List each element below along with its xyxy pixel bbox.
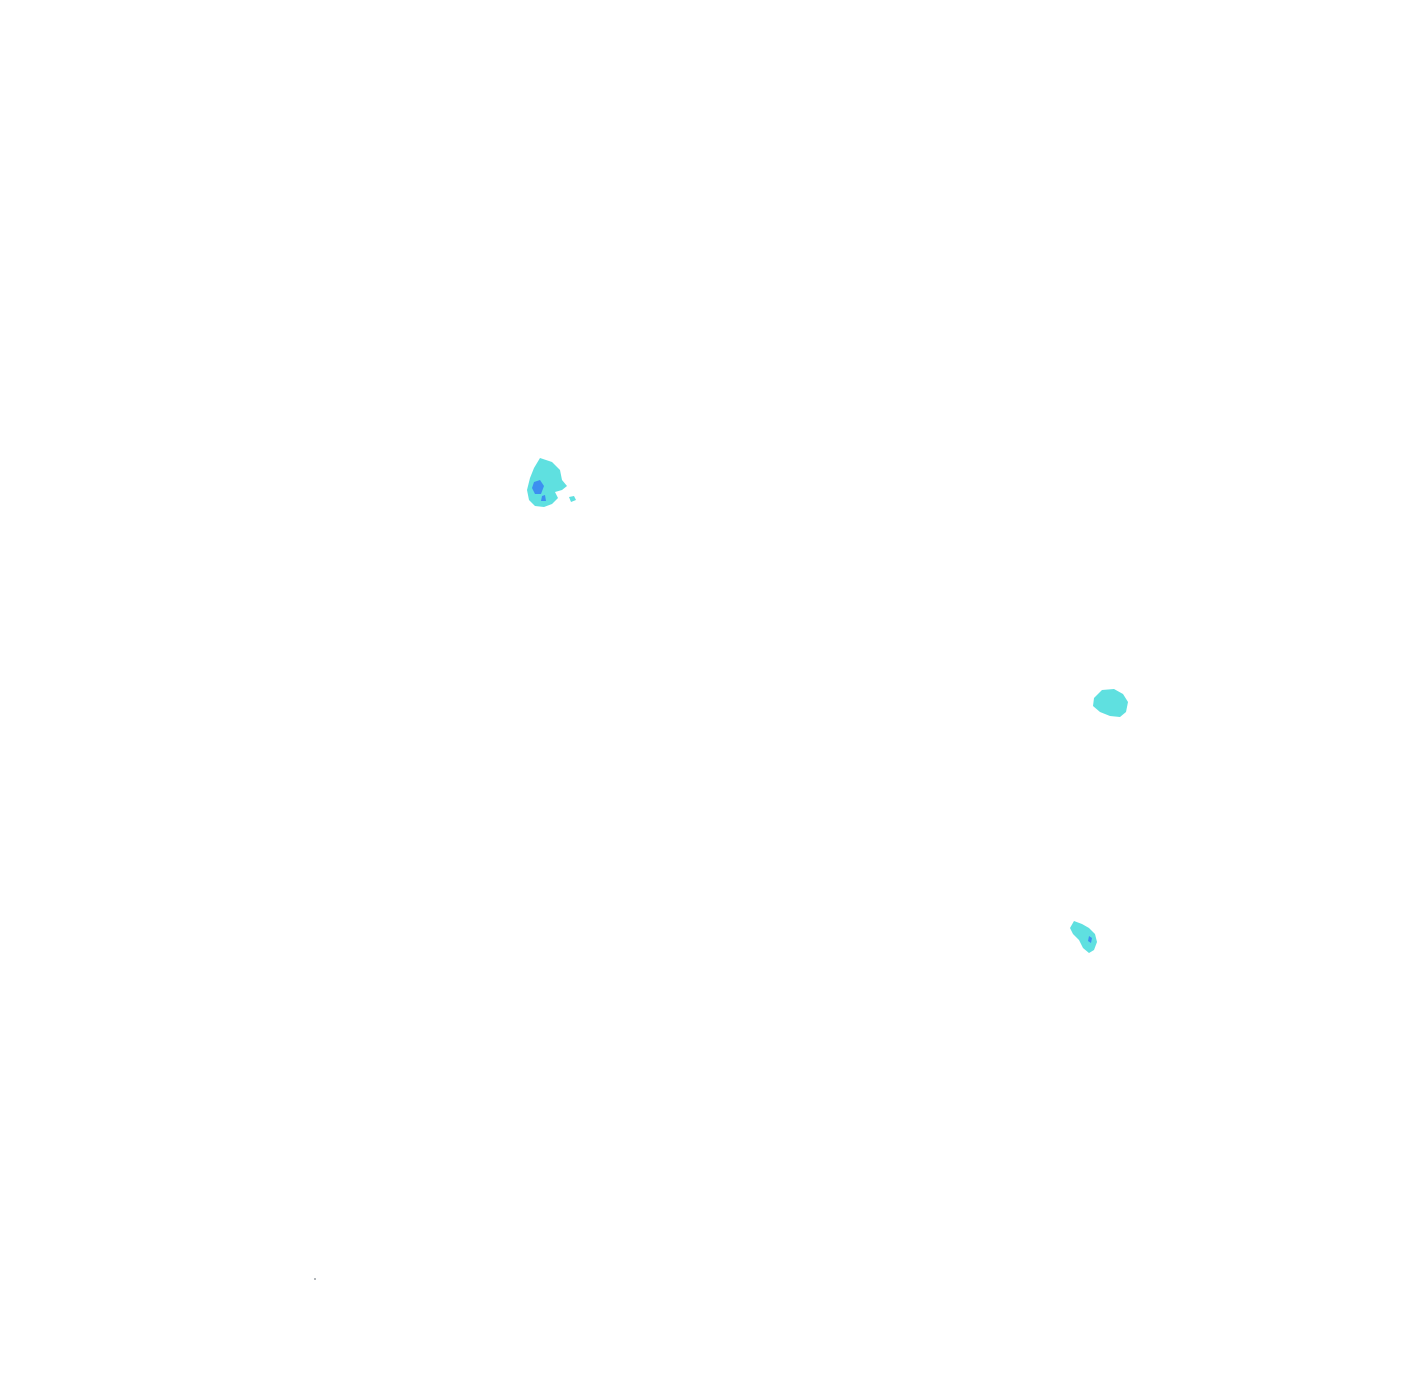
patch-north-west-outer: [527, 458, 567, 507]
patch-south-east-inner-core: [1088, 936, 1092, 943]
map-speck: [314, 1278, 316, 1280]
patch-east: [1093, 689, 1128, 717]
patch-east-outer: [1093, 689, 1128, 717]
patch-north-west: [527, 458, 576, 507]
patch-north-west-islet: [569, 496, 576, 502]
patch-north-west-inner-tip: [541, 495, 546, 501]
patch-south-east: [1070, 921, 1097, 953]
patch-south-east-outer: [1070, 921, 1097, 953]
patch-north-west-inner-core: [532, 480, 544, 494]
